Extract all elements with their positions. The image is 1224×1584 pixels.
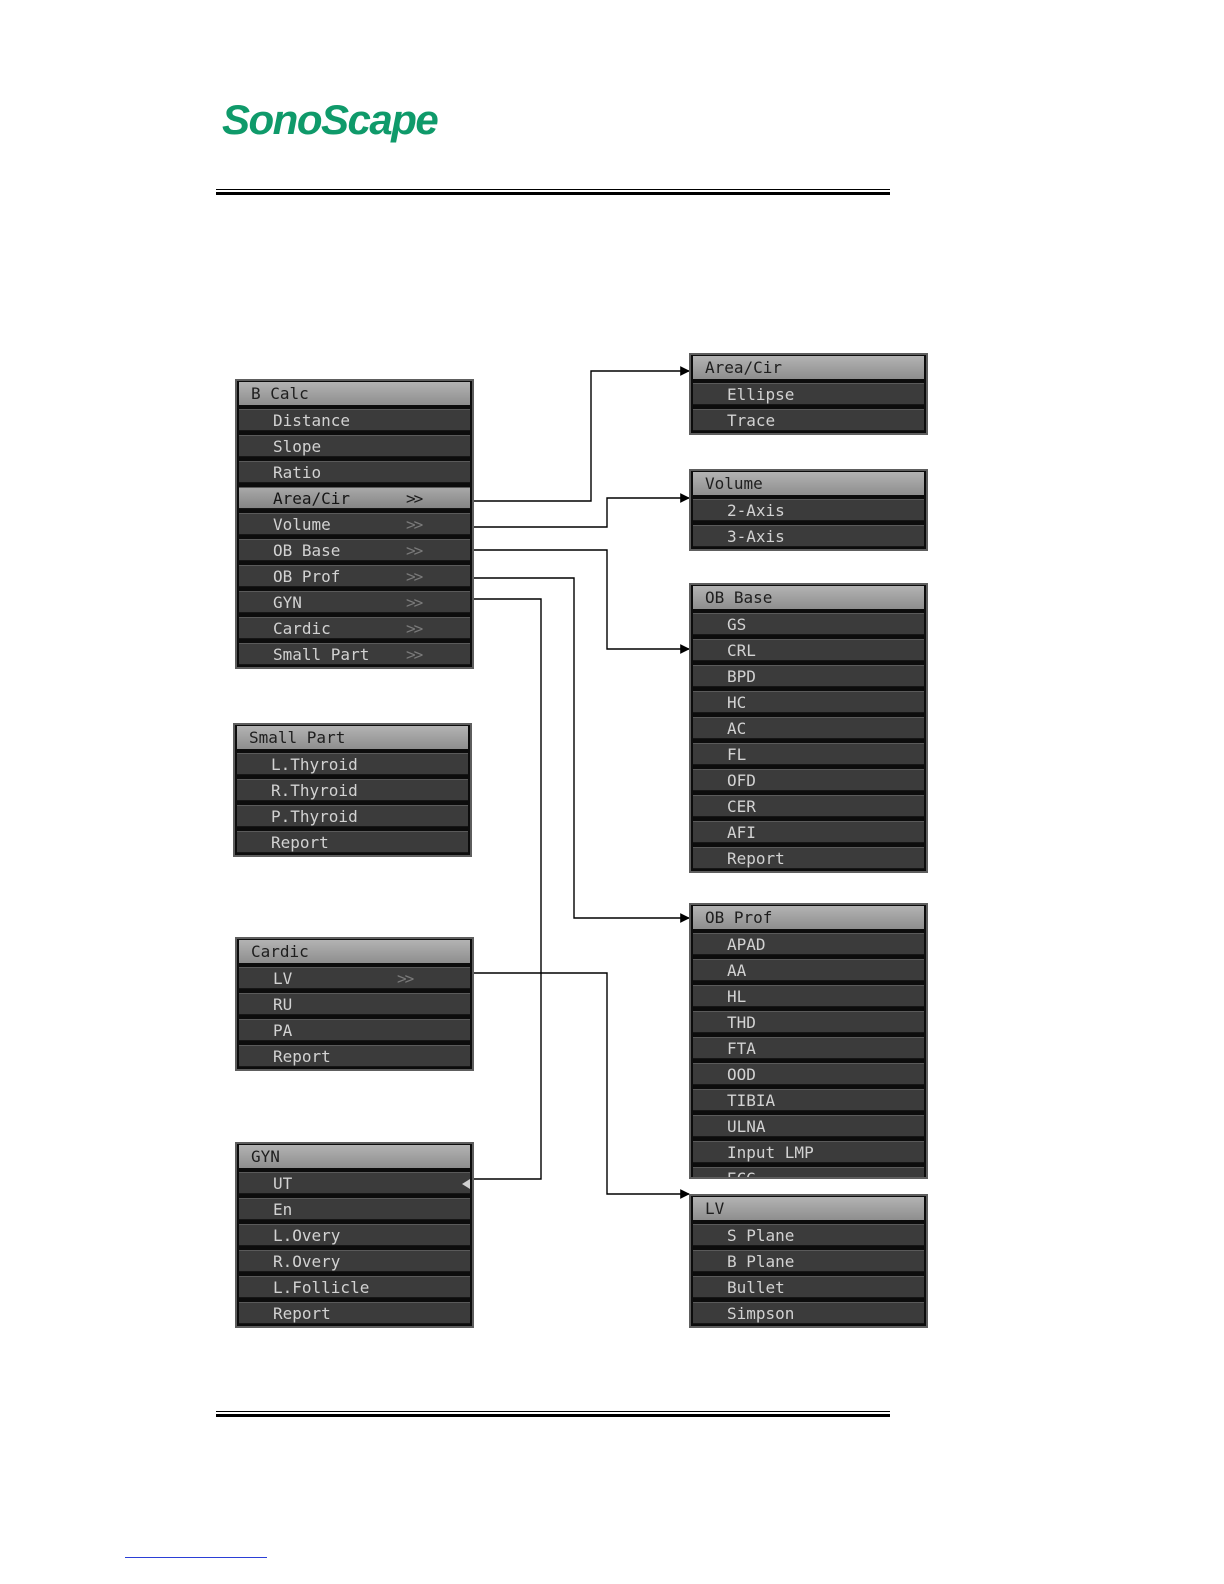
ob-base-item-bpd[interactable]: BPD	[693, 665, 924, 687]
gyn-item-report[interactable]: Report	[239, 1302, 470, 1324]
connector-ob-prof	[472, 577, 690, 923]
ob-base-item-ofd[interactable]: OFD	[693, 769, 924, 791]
cursor-pointer-icon	[462, 1179, 470, 1189]
gyn-item-l-follicle[interactable]: L.Follicle	[239, 1276, 470, 1298]
b-calc-item-area-cir[interactable]: Area/Cir>>	[239, 487, 470, 509]
connector-area-cir	[472, 366, 690, 502]
gyn-menu: GYN UT En L.Overy R.Overy L.Follicle Rep…	[235, 1142, 474, 1328]
ob-base-item-report[interactable]: Report	[693, 847, 924, 869]
b-calc-item-gyn[interactable]: GYN>>	[239, 591, 470, 613]
cardic-item-report[interactable]: Report	[239, 1045, 470, 1067]
submenu-arrow-icon: >>	[406, 619, 423, 638]
b-calc-item-small-part[interactable]: Small Part>>	[239, 643, 470, 665]
small-part-item-l-thyroid[interactable]: L.Thyroid	[237, 753, 468, 775]
gyn-item-en[interactable]: En	[239, 1198, 470, 1220]
ob-prof-item-hl[interactable]: HL	[693, 985, 924, 1007]
b-calc-item-slope[interactable]: Slope	[239, 435, 470, 457]
ob-prof-item-input-lmp[interactable]: Input LMP	[693, 1141, 924, 1163]
submenu-arrow-icon: >>	[406, 645, 423, 664]
cardic-menu-title: Cardic	[239, 940, 470, 963]
ob-prof-item-fta[interactable]: FTA	[693, 1037, 924, 1059]
b-calc-item-cardic[interactable]: Cardic>>	[239, 617, 470, 639]
ob-base-menu: OB Base GS CRL BPD HC AC FL OFD CER AFI …	[689, 583, 928, 873]
connector-ob-base	[472, 549, 690, 654]
b-calc-menu: B Calc Distance Slope Ratio Area/Cir>> V…	[235, 379, 474, 669]
b-calc-item-ratio[interactable]: Ratio	[239, 461, 470, 483]
cardic-item-pa[interactable]: PA	[239, 1019, 470, 1041]
lv-menu: LV S Plane B Plane Bullet Simpson	[689, 1194, 928, 1328]
connector-lv	[472, 972, 690, 1199]
ob-base-item-ac[interactable]: AC	[693, 717, 924, 739]
small-part-item-p-thyroid[interactable]: P.Thyroid	[237, 805, 468, 827]
ob-prof-item-aa[interactable]: AA	[693, 959, 924, 981]
gyn-item-ut[interactable]: UT	[239, 1172, 470, 1194]
ob-prof-item-apad[interactable]: APAD	[693, 933, 924, 955]
submenu-arrow-icon: >>	[406, 593, 423, 612]
ob-prof-item-ood[interactable]: OOD	[693, 1063, 924, 1085]
footer-rule	[216, 1411, 890, 1417]
connector-gyn	[461, 598, 542, 1184]
b-calc-item-ob-base[interactable]: OB Base>>	[239, 539, 470, 561]
ob-base-item-hc[interactable]: HC	[693, 691, 924, 713]
ob-prof-item-tibia[interactable]: TIBIA	[693, 1089, 924, 1111]
gyn-menu-title: GYN	[239, 1145, 470, 1168]
b-calc-menu-title: B Calc	[239, 382, 470, 405]
ob-prof-item-thd[interactable]: THD	[693, 1011, 924, 1033]
area-cir-menu-title: Area/Cir	[693, 356, 924, 379]
b-calc-item-volume[interactable]: Volume>>	[239, 513, 470, 535]
volume-item-3-axis[interactable]: 3-Axis	[693, 525, 924, 547]
lv-item-s-plane[interactable]: S Plane	[693, 1224, 924, 1246]
small-part-item-r-thyroid[interactable]: R.Thyroid	[237, 779, 468, 801]
area-cir-menu: Area/Cir Ellipse Trace	[689, 353, 928, 435]
cardic-menu: Cardic LV>> RU PA Report	[235, 937, 474, 1071]
ob-prof-item-ecg[interactable]: ECG	[693, 1167, 924, 1177]
ob-base-item-cer[interactable]: CER	[693, 795, 924, 817]
area-cir-item-trace[interactable]: Trace	[693, 409, 924, 431]
volume-item-2-axis[interactable]: 2-Axis	[693, 499, 924, 521]
submenu-arrow-icon: >>	[397, 969, 414, 988]
b-calc-item-distance[interactable]: Distance	[239, 409, 470, 431]
ob-prof-menu-title: OB Prof	[693, 906, 924, 929]
volume-menu-title: Volume	[693, 472, 924, 495]
lv-item-simpson[interactable]: Simpson	[693, 1302, 924, 1324]
cardic-item-ru[interactable]: RU	[239, 993, 470, 1015]
submenu-arrow-icon: >>	[406, 515, 423, 534]
small-part-menu: Small Part L.Thyroid R.Thyroid P.Thyroid…	[233, 723, 472, 857]
lv-menu-title: LV	[693, 1197, 924, 1220]
connector-volume	[472, 493, 690, 528]
volume-menu: Volume 2-Axis 3-Axis	[689, 469, 928, 551]
lv-item-bullet[interactable]: Bullet	[693, 1276, 924, 1298]
b-calc-item-ob-prof[interactable]: OB Prof>>	[239, 565, 470, 587]
ob-base-menu-title: OB Base	[693, 586, 924, 609]
gyn-item-r-overy[interactable]: R.Overy	[239, 1250, 470, 1272]
ob-base-item-gs[interactable]: GS	[693, 613, 924, 635]
submenu-arrow-icon: >>	[406, 567, 423, 586]
footer-link-underline	[125, 1557, 267, 1558]
ob-prof-item-ulna[interactable]: ULNA	[693, 1115, 924, 1137]
ob-base-item-fl[interactable]: FL	[693, 743, 924, 765]
gyn-item-l-overy[interactable]: L.Overy	[239, 1224, 470, 1246]
ob-base-item-afi[interactable]: AFI	[693, 821, 924, 843]
sonoscape-logo: SonoScape	[222, 96, 439, 143]
submenu-arrow-icon: >>	[406, 489, 423, 508]
lv-item-b-plane[interactable]: B Plane	[693, 1250, 924, 1272]
header-rule	[216, 189, 890, 195]
small-part-menu-title: Small Part	[237, 726, 468, 749]
submenu-arrow-icon: >>	[406, 541, 423, 560]
small-part-item-report[interactable]: Report	[237, 831, 468, 853]
ob-prof-menu: OB Prof APAD AA HL THD FTA OOD TIBIA ULN…	[689, 903, 928, 1179]
ob-base-item-crl[interactable]: CRL	[693, 639, 924, 661]
area-cir-item-ellipse[interactable]: Ellipse	[693, 383, 924, 405]
cardic-item-lv[interactable]: LV>>	[239, 967, 470, 989]
